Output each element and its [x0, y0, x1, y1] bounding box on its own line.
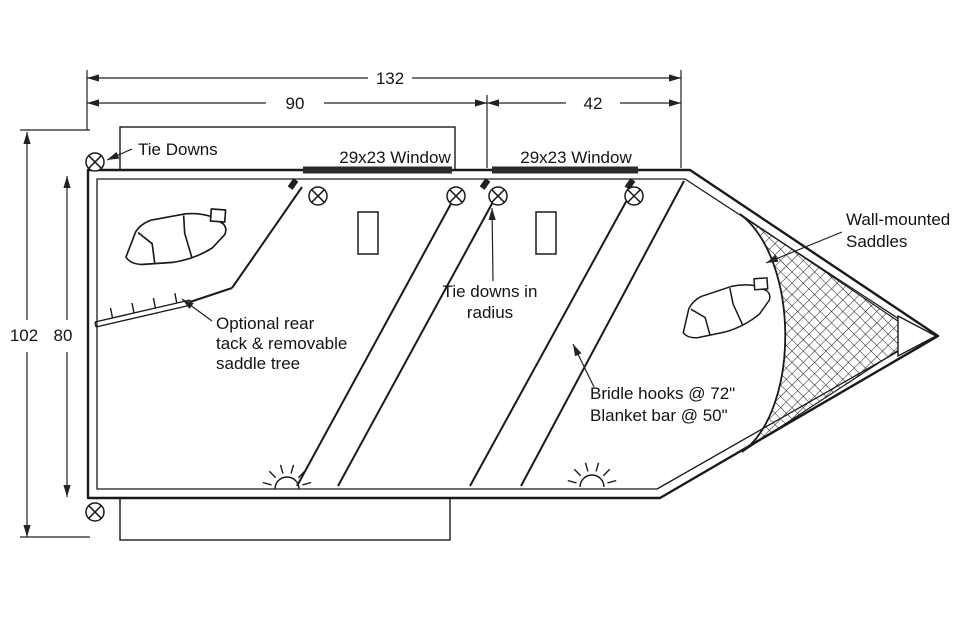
- stall-divider: [520, 180, 685, 487]
- window-right-bar: [492, 166, 638, 174]
- nose-tip-coupler: [897, 314, 938, 358]
- rear-top-fender-outline: [119, 126, 456, 173]
- bridle-hooks-label: Bridle hooks @ 72" Blanket bar @ 50": [590, 384, 735, 425]
- svg-text:Blanket bar @ 50": Blanket bar @ 50": [590, 406, 728, 425]
- bridle-hooks-leader: [572, 343, 595, 388]
- tie-downs-radius-label: Tie downs in radius: [443, 282, 538, 322]
- svg-text:radius: radius: [467, 303, 513, 322]
- tie-downs-radius-leader: [488, 207, 496, 282]
- tie-down-icon: [624, 186, 644, 206]
- dim-text-overall-width: 102: [10, 326, 38, 345]
- divider-latch-mark: [624, 178, 636, 190]
- window-right-label: 29x23 Window: [520, 148, 632, 167]
- svg-text:Tie downs in: Tie downs in: [443, 282, 538, 301]
- stall-divider: [469, 188, 634, 487]
- svg-text:Optional rear: Optional rear: [216, 314, 315, 333]
- roof-vent: [535, 211, 557, 255]
- divider-latch-mark: [287, 178, 299, 190]
- tie-downs-leader: [106, 148, 133, 161]
- nose-front-wall-curve: [739, 213, 787, 453]
- stall-divider: [337, 188, 501, 487]
- roof-vent: [357, 211, 379, 255]
- svg-text:Saddles: Saddles: [846, 232, 907, 251]
- optional-rear-tack-label: Optional rear tack & removable saddle tr…: [216, 314, 347, 373]
- tie-down-icon: [85, 152, 105, 172]
- tie-downs-label: Tie Downs: [138, 140, 218, 159]
- svg-text:tack & removable: tack & removable: [216, 334, 347, 353]
- svg-text:Wall-mounted: Wall-mounted: [846, 210, 950, 229]
- tie-down-icon: [308, 186, 328, 206]
- dim-text-overall-length: 132: [376, 69, 404, 88]
- rear-bottom-fender-outline: [119, 496, 451, 541]
- svg-text:saddle tree: saddle tree: [216, 354, 300, 373]
- dim-text-nose-length: 42: [584, 94, 603, 113]
- tie-down-icon: [85, 502, 105, 522]
- tie-down-icon: [488, 186, 508, 206]
- wall-mounted-saddles-leader: [765, 231, 843, 264]
- optional-rear-tack-leader: [181, 298, 213, 322]
- window-left-label: 29x23 Window: [339, 148, 451, 167]
- rear-tack-divider: [231, 186, 303, 289]
- svg-text:Bridle hooks @ 72": Bridle hooks @ 72": [590, 384, 735, 403]
- dim-text-stall-length: 90: [286, 94, 305, 113]
- divider-latch-mark: [479, 178, 491, 190]
- stall-divider: [296, 188, 460, 487]
- dim-text-interior-width: 80: [54, 326, 73, 345]
- wall-mounted-saddles-label: Wall-mounted Saddles: [846, 210, 950, 251]
- tie-down-icon: [446, 186, 466, 206]
- window-left-bar: [303, 166, 452, 174]
